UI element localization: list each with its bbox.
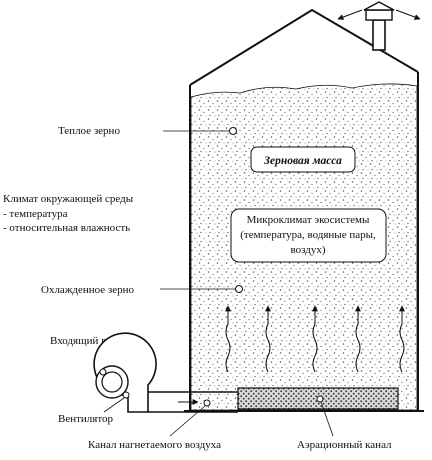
airflow-arrow: [399, 305, 405, 373]
fan-marker: [122, 391, 130, 399]
cooled-grain-label: Охлажденное зерно: [41, 284, 135, 296]
grain-mass-label: Зерновая масса: [263, 155, 342, 167]
warm-grain-label: Теплое зерно: [58, 125, 120, 137]
climate-humidity: - относительная влажность: [3, 222, 130, 234]
aeration-marker: [316, 395, 324, 403]
cooled-grain-marker: [235, 285, 243, 293]
airflow-arrow: [225, 305, 231, 373]
microclimate-line1: Микроклимат экосистемы: [247, 214, 370, 226]
silo-outline: [189, 72, 419, 410]
airflow-arrows: [225, 305, 405, 373]
incoming-air-marker: [99, 368, 107, 376]
vent-cap-base: [365, 9, 393, 21]
aeration-channel-label: Аэрационный канал: [297, 439, 392, 451]
airflow-arrow: [355, 305, 361, 373]
vent-arrow-right: [395, 9, 421, 20]
airflow-arrow: [265, 305, 271, 373]
warm-grain-marker: [229, 127, 237, 135]
climate-title: Климат окружающей среды: [3, 193, 134, 205]
fan-leader: [103, 397, 125, 413]
microclimate-line3: воздух): [290, 244, 325, 256]
silo-roof: [189, 8, 419, 86]
vent-pipe: [372, 19, 386, 51]
aeration-leader: [320, 401, 334, 437]
microclimate-box: [230, 208, 387, 263]
microclimate-line2: (температура, водяные пары,: [240, 229, 376, 241]
supply-marker: [203, 399, 211, 407]
supply-channel-label: Канал нагнетаемого воздуха: [88, 439, 221, 451]
vent-arrow-left: [337, 9, 363, 20]
climate-temperature: - температура: [3, 208, 68, 220]
fan-inlet-inner: [101, 371, 123, 393]
grain-mass-box: [250, 146, 356, 173]
fan-label: Вентилятор: [58, 413, 114, 425]
vent-cap-roof: [363, 1, 395, 11]
airflow-arrow: [312, 305, 318, 373]
